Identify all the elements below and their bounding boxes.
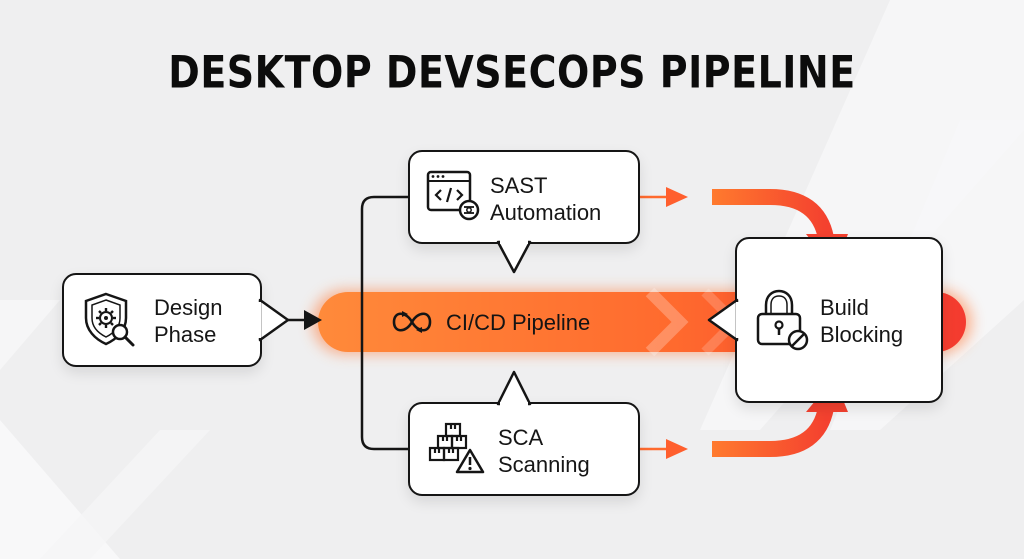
shield-gear-magnifier-icon bbox=[84, 292, 135, 347]
sast-curved-arrow bbox=[712, 189, 834, 240]
page-title: DESKTOP DEVSECOPS PIPELINE bbox=[168, 46, 856, 98]
branch-line bbox=[360, 195, 408, 451]
sca-line2: Scanning bbox=[498, 452, 590, 477]
boxes-warning-icon bbox=[428, 422, 485, 474]
build-blocking-box bbox=[735, 237, 943, 403]
code-window-icon bbox=[426, 170, 480, 221]
sca-scanning-label: SCA Scanning bbox=[498, 424, 590, 478]
build-blocking-label: Build Blocking bbox=[820, 294, 903, 348]
sast-automation-label: SAST Automation bbox=[490, 172, 601, 226]
sca-line1: SCA bbox=[498, 425, 544, 450]
sast-arrowhead bbox=[666, 187, 688, 207]
design-phase-label: Design Phase bbox=[154, 294, 222, 348]
sast-automation-box bbox=[408, 150, 640, 244]
sca-curved-arrow bbox=[712, 406, 834, 457]
design-phase-line2: Phase bbox=[154, 322, 217, 347]
sca-arrowhead bbox=[666, 439, 688, 459]
design-phase-line1: Design bbox=[154, 295, 223, 320]
pipeline-label: CI/CD Pipeline bbox=[446, 310, 591, 335]
sast-line1: SAST bbox=[490, 173, 548, 198]
padlock-blocked-icon bbox=[756, 289, 809, 351]
sast-line2: Automation bbox=[490, 200, 602, 225]
pipeline-chevron-1 bbox=[645, 287, 689, 357]
infinity-loop-icon bbox=[392, 311, 432, 333]
build-line2: Blocking bbox=[820, 322, 904, 347]
design-phase-box bbox=[62, 273, 262, 367]
design-to-pipeline-arrowhead bbox=[304, 310, 322, 330]
build-line1: Build bbox=[820, 295, 869, 320]
